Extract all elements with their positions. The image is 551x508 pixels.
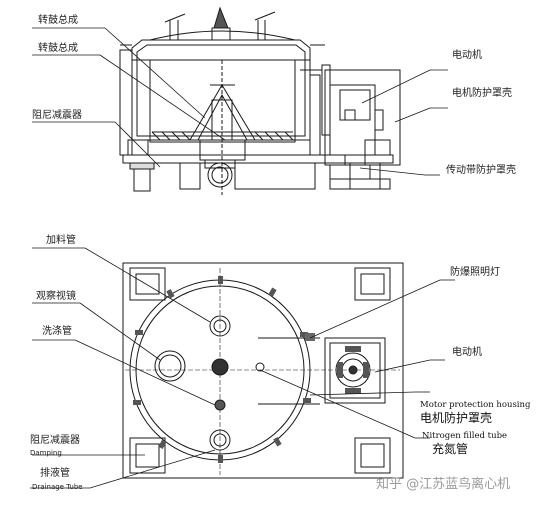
label-belt-guard: 传动带防护罩壳 [446, 165, 516, 176]
label-explosion-light: 防爆照明灯 [450, 267, 500, 278]
label-drain: 排液管 [40, 468, 70, 479]
watermark: 知乎 @江苏蓝鸟离心机 [376, 477, 511, 492]
label-drum-assembly-top: 转鼓总成 [38, 15, 78, 26]
label-nitrogen-en: Nitrogen filled tube [422, 431, 508, 441]
label-drum-assembly-second: 转鼓总成 [38, 43, 78, 54]
label-nitrogen: 充氮管 [432, 442, 469, 456]
label-motor-housing-bottom: 电机防护罩壳 [420, 411, 493, 425]
label-wash-pipe: 洗涤管 [42, 326, 72, 337]
label-sight-glass: 观察视镜 [36, 291, 76, 302]
plan-view [122, 262, 404, 479]
label-motor-bottom: 电动机 [452, 347, 482, 358]
label-damper-top: 阻尼减震器 [32, 110, 82, 121]
label-motor-top: 电动机 [452, 50, 482, 61]
label-drain-en: Drainage Tube [32, 483, 83, 491]
label-motor-housing-top: 电机防护罩壳 [452, 88, 512, 99]
elevation-view [119, 6, 401, 195]
label-motor-housing-en: Motor protection housing [420, 400, 531, 410]
label-feed-pipe: 加料管 [46, 235, 76, 246]
elevation-leaders [32, 27, 448, 176]
label-damper-en: Damping [30, 449, 62, 457]
plan-leaders [30, 247, 455, 489]
label-damper-bottom: 阻尼减震器 [30, 435, 80, 446]
